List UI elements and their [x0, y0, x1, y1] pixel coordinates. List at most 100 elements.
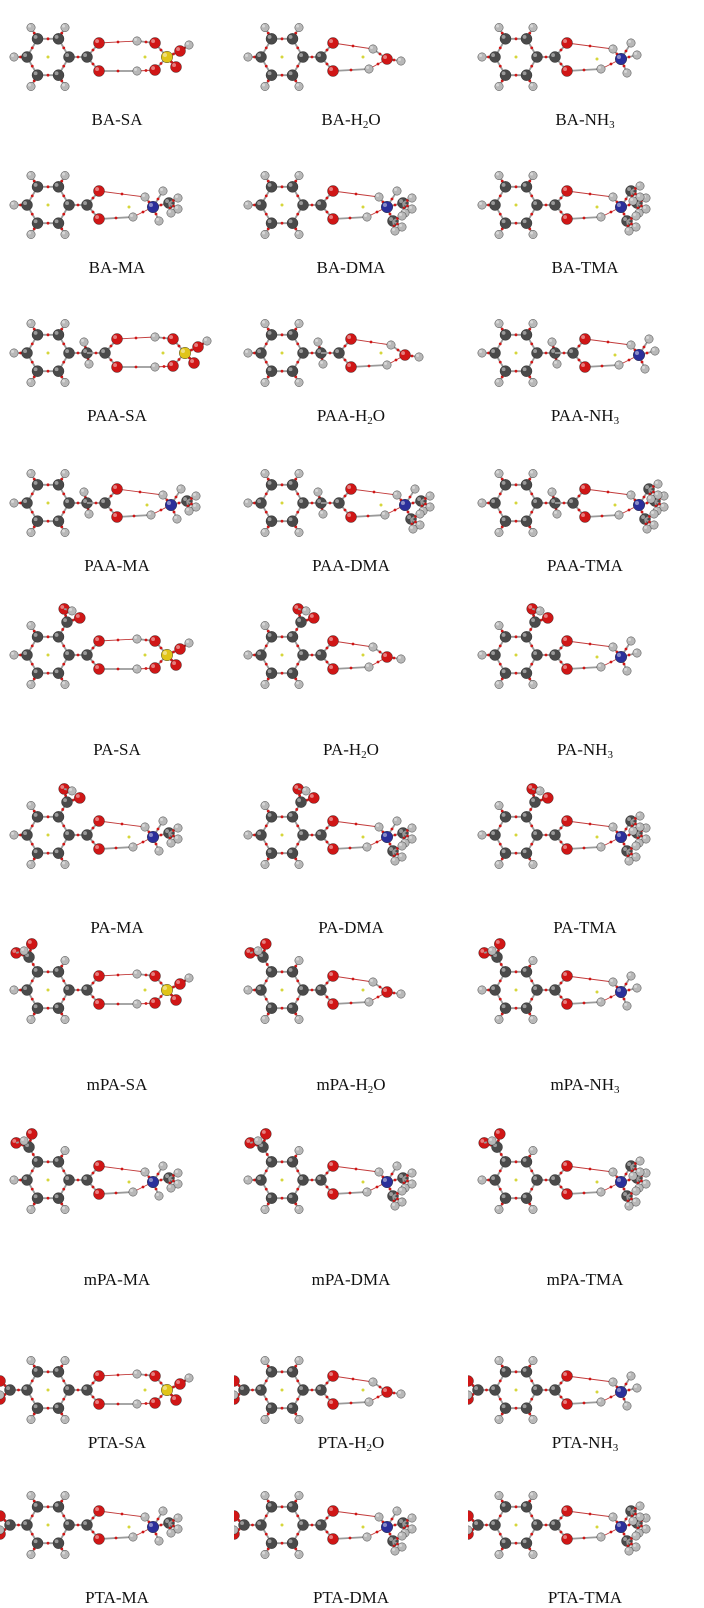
panel-caption: PAA-DMA: [234, 556, 468, 576]
atom-C: [31, 966, 44, 978]
atom-H: [362, 842, 372, 852]
atom-C: [297, 51, 309, 63]
atom-O: [149, 635, 161, 647]
atom-C: [499, 33, 512, 45]
atom-H: [614, 510, 624, 520]
atom-C: [265, 1156, 278, 1168]
atom-H: [260, 319, 270, 328]
atom-H: [628, 1171, 638, 1181]
atom-C: [520, 811, 533, 823]
atom-O: [170, 994, 182, 1006]
panel-caption: BA-TMA: [468, 258, 702, 278]
atom-H: [60, 1491, 70, 1500]
atom-H: [150, 362, 160, 372]
atom-H: [641, 1524, 651, 1534]
ring-critical-point: [280, 1178, 284, 1182]
atom-H: [628, 1516, 638, 1526]
ring-critical-point: [361, 988, 365, 992]
ring-critical-point: [595, 1180, 599, 1184]
atom-O: [327, 1370, 339, 1382]
panel-caption: PAA-NH3: [468, 406, 702, 427]
ring-critical-point: [145, 503, 149, 507]
atom-C: [520, 1537, 533, 1549]
atom-H: [9, 650, 19, 660]
atom-C: [567, 347, 579, 359]
caption-text: mPA-NH: [550, 1075, 615, 1094]
atom-O: [0, 1375, 6, 1387]
caption-text: PAA-H: [316, 406, 368, 425]
atom-O: [561, 998, 573, 1010]
atom-C: [520, 667, 533, 679]
atom-H: [26, 1491, 36, 1500]
caption-text: BA-SA: [91, 110, 143, 129]
panel-mpa-ma: mPA-MA: [0, 1125, 234, 1379]
atom-C: [52, 181, 65, 193]
atom-H: [477, 348, 487, 358]
atom-C: [31, 217, 44, 229]
atom-O: [26, 1128, 38, 1140]
atom-H: [260, 1415, 270, 1424]
atom-H: [26, 378, 36, 387]
atom-O: [561, 1505, 573, 1517]
atom-C: [520, 329, 533, 341]
atom-H: [635, 811, 645, 821]
atom-O: [327, 815, 339, 827]
atom-O: [381, 1386, 393, 1398]
atom-H: [468, 1525, 473, 1535]
atom-C: [255, 199, 267, 211]
atom-N: [614, 986, 627, 999]
atom-H: [624, 1201, 634, 1211]
atom-C: [63, 1384, 75, 1396]
atom-C: [531, 829, 543, 841]
atom-S: [160, 1384, 173, 1397]
atom-H: [494, 1491, 504, 1500]
atom-C: [265, 479, 278, 491]
atom-H: [494, 230, 504, 239]
atom-C: [255, 829, 267, 841]
atom-H: [407, 834, 417, 844]
atom-H: [26, 1356, 36, 1365]
ring-critical-point: [514, 833, 518, 837]
atom-N: [614, 1176, 627, 1189]
atom-C: [265, 631, 278, 643]
ring-critical-point: [514, 1178, 518, 1182]
atom-O: [93, 1505, 105, 1517]
atom-O: [494, 1128, 506, 1140]
atom-C: [52, 365, 65, 377]
panel-ba-tma: BA-TMA: [468, 150, 702, 297]
atom-O: [381, 986, 393, 998]
atom-H: [243, 650, 253, 660]
atom-C: [238, 1519, 250, 1531]
atom-H: [84, 509, 94, 519]
atom-O: [149, 1370, 161, 1382]
atom-C: [81, 51, 93, 63]
atom-C: [31, 1156, 44, 1168]
atom-C: [286, 365, 299, 377]
atom-C: [549, 51, 561, 63]
atom-H: [364, 1397, 374, 1407]
atom-C: [549, 829, 561, 841]
atom-N: [380, 201, 393, 214]
atom-C: [549, 1174, 561, 1186]
atom-H: [158, 490, 168, 500]
caption-text: PA-TMA: [553, 918, 617, 937]
atom-C: [489, 347, 501, 359]
atom-S: [160, 984, 173, 997]
atom-C: [286, 811, 299, 823]
atom-C: [489, 984, 501, 996]
atom-C: [549, 649, 561, 661]
atom-H: [9, 830, 19, 840]
atom-C: [265, 217, 278, 229]
atom-C: [499, 1002, 512, 1014]
atom-H: [173, 834, 183, 844]
atom-H: [614, 360, 624, 370]
atom-H: [60, 469, 70, 478]
atom-O: [93, 1398, 105, 1410]
atom-O: [149, 970, 161, 982]
atom-N: [146, 1176, 159, 1189]
atom-C: [255, 1519, 267, 1531]
atom-H: [234, 1390, 239, 1400]
atom-H: [9, 985, 19, 995]
atom-H: [407, 1179, 417, 1189]
atom-H: [374, 1167, 384, 1177]
